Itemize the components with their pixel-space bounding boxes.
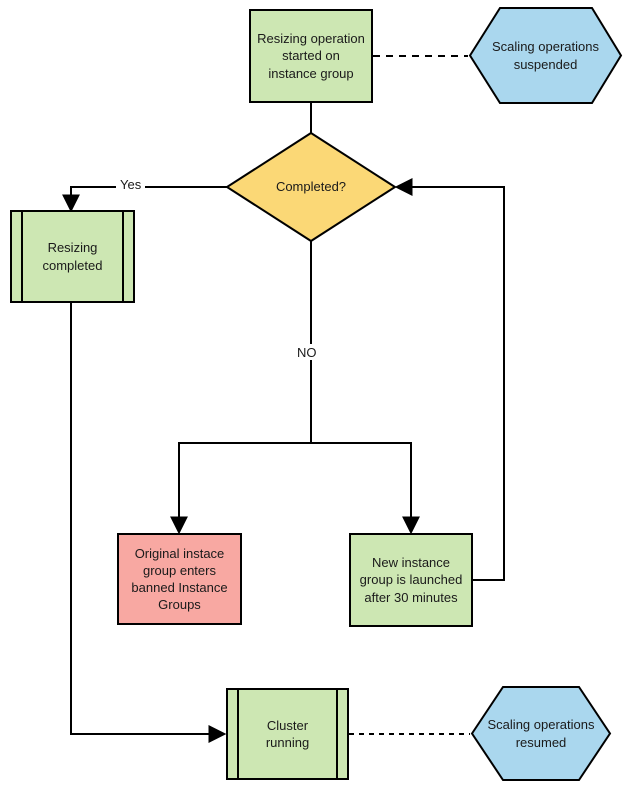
node-resizing-operation-started: Resizing operation started on instance g… bbox=[249, 9, 373, 103]
edge-label-no: NO bbox=[293, 344, 321, 360]
edge-no-to-banned bbox=[170, 442, 311, 535]
node-label: Resizing operation started on instance g… bbox=[257, 31, 365, 81]
hexagon-resumed-shape bbox=[470, 686, 612, 781]
hexagon-suspended-shape bbox=[468, 7, 623, 104]
node-cluster-running: Cluster running bbox=[226, 688, 349, 780]
node-label: New instance group is launched after 30 … bbox=[359, 555, 463, 605]
node-label: Cluster running bbox=[265, 717, 310, 750]
edge-new-group-to-decision bbox=[394, 178, 505, 581]
edge-resizing-completed-to-cluster bbox=[70, 303, 227, 743]
node-new-instance-group: New instance group is launched after 30 … bbox=[349, 533, 473, 627]
node-resizing-completed: Resizing completed bbox=[10, 210, 135, 303]
node-banned-instance-groups: Original instace group enters banned Ins… bbox=[117, 533, 242, 625]
edge-label-yes: Yes bbox=[116, 176, 146, 192]
decision-completed-shape bbox=[225, 131, 397, 243]
edge-decision-yes-to-resizing-completed bbox=[62, 186, 227, 213]
edge-no-to-new-group bbox=[311, 442, 420, 535]
node-label: Resizing completed bbox=[42, 240, 103, 273]
node-label: Original instace group enters banned Ins… bbox=[131, 545, 228, 613]
